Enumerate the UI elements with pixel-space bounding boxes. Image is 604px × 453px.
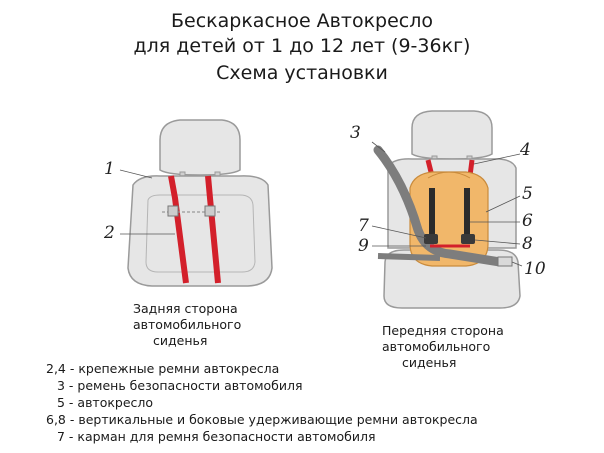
vehicle-seat-belt — [373, 145, 505, 267]
front-seat-headrest — [411, 110, 493, 160]
front-view-caption-line-3: сиденья — [402, 355, 457, 370]
label-5: 5 — [522, 184, 533, 204]
back-buckle-right — [204, 205, 216, 217]
back-view-caption-line-3: сиденья — [153, 333, 208, 348]
side-clip-right — [461, 234, 475, 244]
label-6: 6 — [522, 211, 533, 231]
label-1: 1 — [104, 159, 115, 179]
back-view-caption-line-2: автомобильного — [133, 317, 242, 332]
legend-item: 3 - ремень безопасности автомобиля — [57, 378, 303, 393]
label-4: 4 — [519, 140, 531, 160]
back-seat-inner-panel — [145, 194, 256, 273]
page-title-line-2: для детей от 1 до 12 лет (9-36кг) — [133, 35, 471, 57]
label-3: 3 — [350, 123, 361, 143]
leader-line-8 — [474, 239, 521, 245]
back-buckle-left — [167, 205, 179, 217]
legend-item: 6,8 - вертикальные и боковые удерживающи… — [46, 412, 478, 427]
seat-belt-buckle — [497, 256, 513, 267]
back-strap-right — [205, 175, 221, 284]
leader-line-4 — [473, 153, 521, 165]
leader-line-3 — [371, 141, 386, 153]
booster-top-edge — [427, 171, 471, 179]
front-view-caption-line-1: Передняя сторона — [382, 323, 504, 338]
leader-line-7 — [371, 225, 427, 239]
leader-line-10 — [511, 261, 523, 267]
back-seat-backrest — [127, 175, 273, 287]
front-seat-illustration — [371, 110, 523, 309]
leader-line-5 — [485, 195, 521, 213]
label-2: 2 — [103, 223, 115, 243]
back-strap-left — [168, 175, 189, 284]
front-view-caption-line-2: автомобильного — [382, 339, 491, 354]
back-seat-illustration — [119, 119, 273, 287]
leader-line-1 — [119, 169, 153, 179]
legend-item: 2,4 - крепежные ремни автокресла — [46, 361, 280, 376]
vehicle-lap-belt — [377, 253, 441, 261]
back-seat-headrest — [159, 119, 241, 176]
front-seat-cushion — [383, 249, 521, 309]
label-10: 10 — [524, 259, 546, 279]
label-8: 8 — [522, 234, 533, 254]
page-title-line-1: Бескаркасное Автокресло — [170, 10, 434, 32]
side-clip-left — [424, 234, 438, 244]
page-title-line-3: Схема установки — [216, 62, 388, 84]
legend-item: 7 - карман для ремня безопасности автомо… — [57, 429, 376, 444]
label-7: 7 — [358, 216, 369, 236]
legend-item: 5 - автокресло — [57, 395, 154, 410]
label-9: 9 — [358, 236, 369, 256]
back-view-caption-line-1: Задняя сторона — [133, 301, 238, 316]
